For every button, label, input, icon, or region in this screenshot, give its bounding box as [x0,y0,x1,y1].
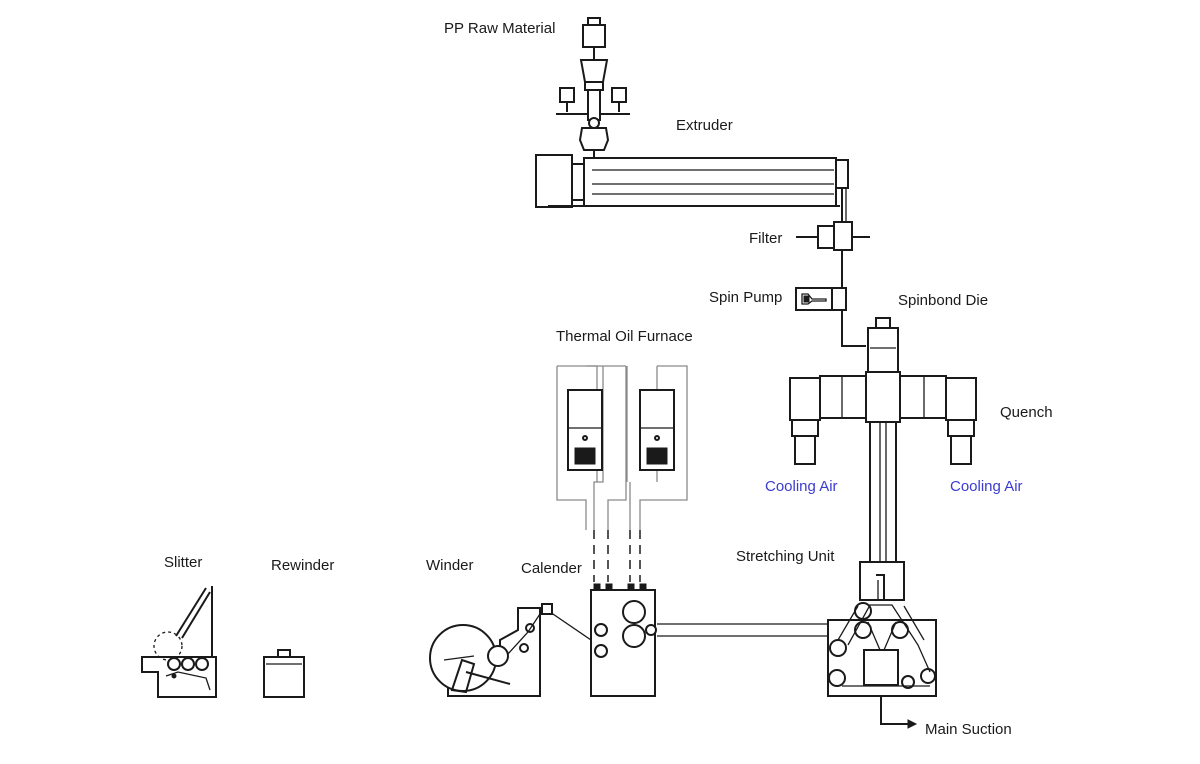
label-cooling-air-right: Cooling Air [950,478,1023,495]
label-rewinder: Rewinder [271,557,335,574]
label-cooling-air-left: Cooling Air [765,478,838,495]
fiber-column [869,422,897,562]
melt-pipe [841,188,866,347]
label-stretching-unit: Stretching Unit [736,548,835,565]
label-thermal-oil-furnace: Thermal Oil Furnace [556,328,693,345]
label-winder: Winder [426,557,474,574]
label-filter: Filter [749,230,783,247]
label-spinbond-die: Spinbond Die [898,292,989,309]
label-main-suction: Main Suction [925,721,1012,738]
quench-unit [789,371,977,465]
extruder-machine [535,154,849,208]
label-spin-pump: Spin Pump [709,289,783,306]
forming-section [827,602,937,697]
rewinder-machine [263,649,305,698]
label-quench: Quench [1000,404,1053,421]
label-slitter: Slitter [164,554,203,571]
label-calender: Calender [521,560,582,577]
calender-machine [590,583,657,697]
slitter-machine [141,586,217,698]
filter-unit [796,221,870,251]
spin-pump-unit [795,287,847,311]
label-extruder: Extruder [676,117,733,134]
raw-material-hopper [556,17,630,160]
spinbond-die-unit [867,317,899,373]
thermal-oil-furnace [556,365,688,582]
label-raw-material: PP Raw Material [444,20,556,37]
main-suction-pipe [880,696,918,729]
stretching-unit [859,561,905,601]
web-path [657,623,828,637]
winder-machine [429,603,592,697]
